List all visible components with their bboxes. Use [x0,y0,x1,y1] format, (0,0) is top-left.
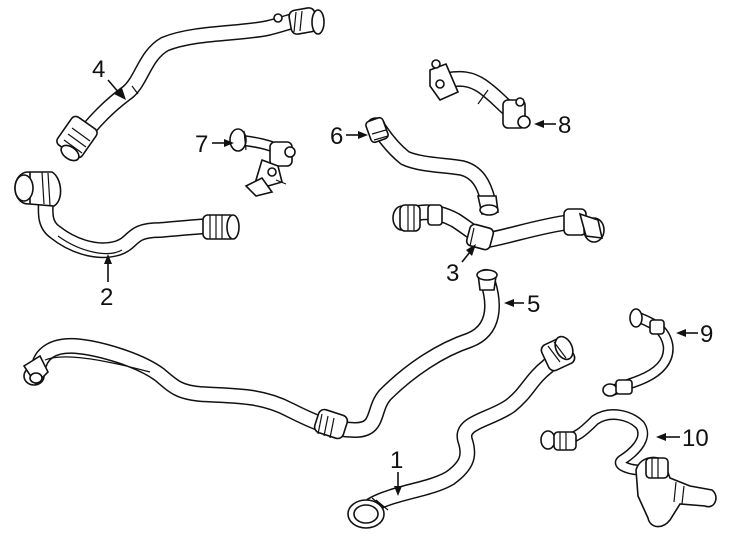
part-3-hose [392,204,605,251]
part-8-fitting [429,59,531,129]
callout-6: 6 [330,123,343,150]
callout-4: 4 [92,56,105,83]
part-6-hose [365,116,499,216]
part-5-hose [22,268,500,440]
callout-1: 1 [390,447,403,474]
callout-8: 8 [558,112,571,139]
callout-10: 10 [682,425,709,452]
part-1-hose [347,335,576,529]
callout-9: 9 [700,321,713,348]
part-2-hose [14,171,240,259]
part-9-hose [602,308,674,397]
callout-3: 3 [446,260,459,287]
callout-2: 2 [100,284,113,311]
leader-lines [104,79,698,496]
callout-5: 5 [527,291,540,318]
part-10-hose [540,409,717,528]
part-4-hose [56,7,325,162]
part-7-fitting [229,128,296,197]
callout-7: 7 [195,131,208,158]
